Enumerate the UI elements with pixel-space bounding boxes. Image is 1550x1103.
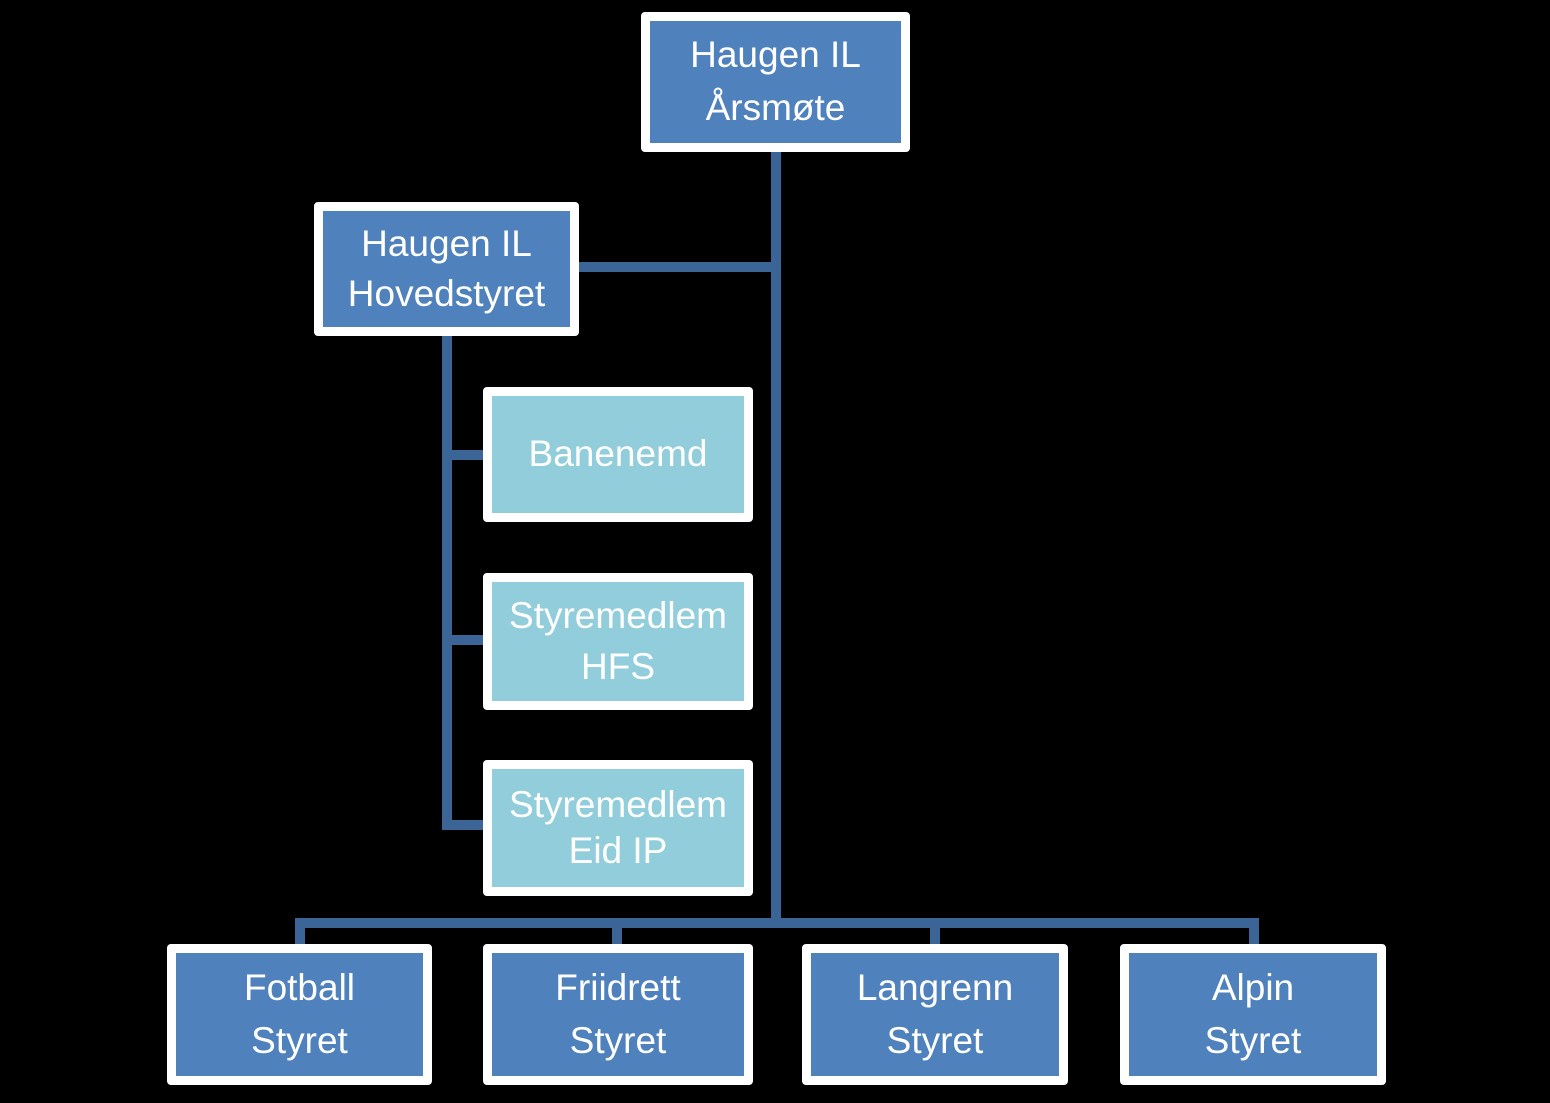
connector-stub-fotball xyxy=(295,926,305,948)
connector-bottom-rail xyxy=(295,918,1259,928)
node-alpin-styret[interactable]: Alpin Styret xyxy=(1120,944,1386,1085)
node-label: Styret xyxy=(886,1020,984,1062)
node-label: Haugen IL xyxy=(361,222,532,264)
connector-stub-banenemd xyxy=(448,450,490,460)
connector-hovedstyret-drop xyxy=(442,334,452,830)
node-label: Friidrett xyxy=(555,966,681,1008)
node-friidrett-styret[interactable]: Friidrett Styret xyxy=(483,944,753,1085)
node-haugen-il-hovedstyret[interactable]: Haugen IL Hovedstyret xyxy=(314,202,579,336)
node-label: Hovedstyret xyxy=(347,272,546,314)
node-langrenn-styret[interactable]: Langrenn Styret xyxy=(802,944,1068,1085)
node-label: Styret xyxy=(251,1020,348,1062)
node-styremedlem-eid-ip[interactable]: Styremedlem Eid IP xyxy=(483,760,753,896)
node-banenemd[interactable]: Banenemd xyxy=(483,387,753,522)
node-label: Styremedlem xyxy=(509,783,727,825)
connector-stub-styremedlem-hfs xyxy=(448,635,490,645)
connector-stub-alpin xyxy=(1249,926,1259,948)
node-fotball-styret[interactable]: Fotball Styret xyxy=(167,944,432,1085)
node-label: Styremedlem xyxy=(509,594,727,636)
node-label: HFS xyxy=(581,646,655,688)
node-label: Styret xyxy=(569,1020,667,1062)
connector-stub-friidrett xyxy=(612,926,622,948)
connector-hovedstyret-branch xyxy=(576,262,776,272)
node-label: Langrenn xyxy=(856,966,1014,1008)
connector-stub-langrenn xyxy=(930,926,940,948)
node-label: Fotball xyxy=(243,966,356,1008)
node-label: Alpin xyxy=(1211,966,1295,1008)
node-label: Banenemd xyxy=(528,433,708,475)
node-styremedlem-hfs[interactable]: Styremedlem HFS xyxy=(483,573,753,710)
node-label: Haugen IL xyxy=(690,34,861,76)
node-label: Eid IP xyxy=(568,830,668,871)
connector-arsmote-trunk xyxy=(771,150,781,928)
connector-stub-styremedlem-eid xyxy=(448,820,490,830)
node-haugen-il-arsmote[interactable]: Haugen IL Årsmøte xyxy=(641,12,910,152)
node-label: Styret xyxy=(1204,1020,1302,1062)
node-label: Årsmøte xyxy=(705,87,846,129)
